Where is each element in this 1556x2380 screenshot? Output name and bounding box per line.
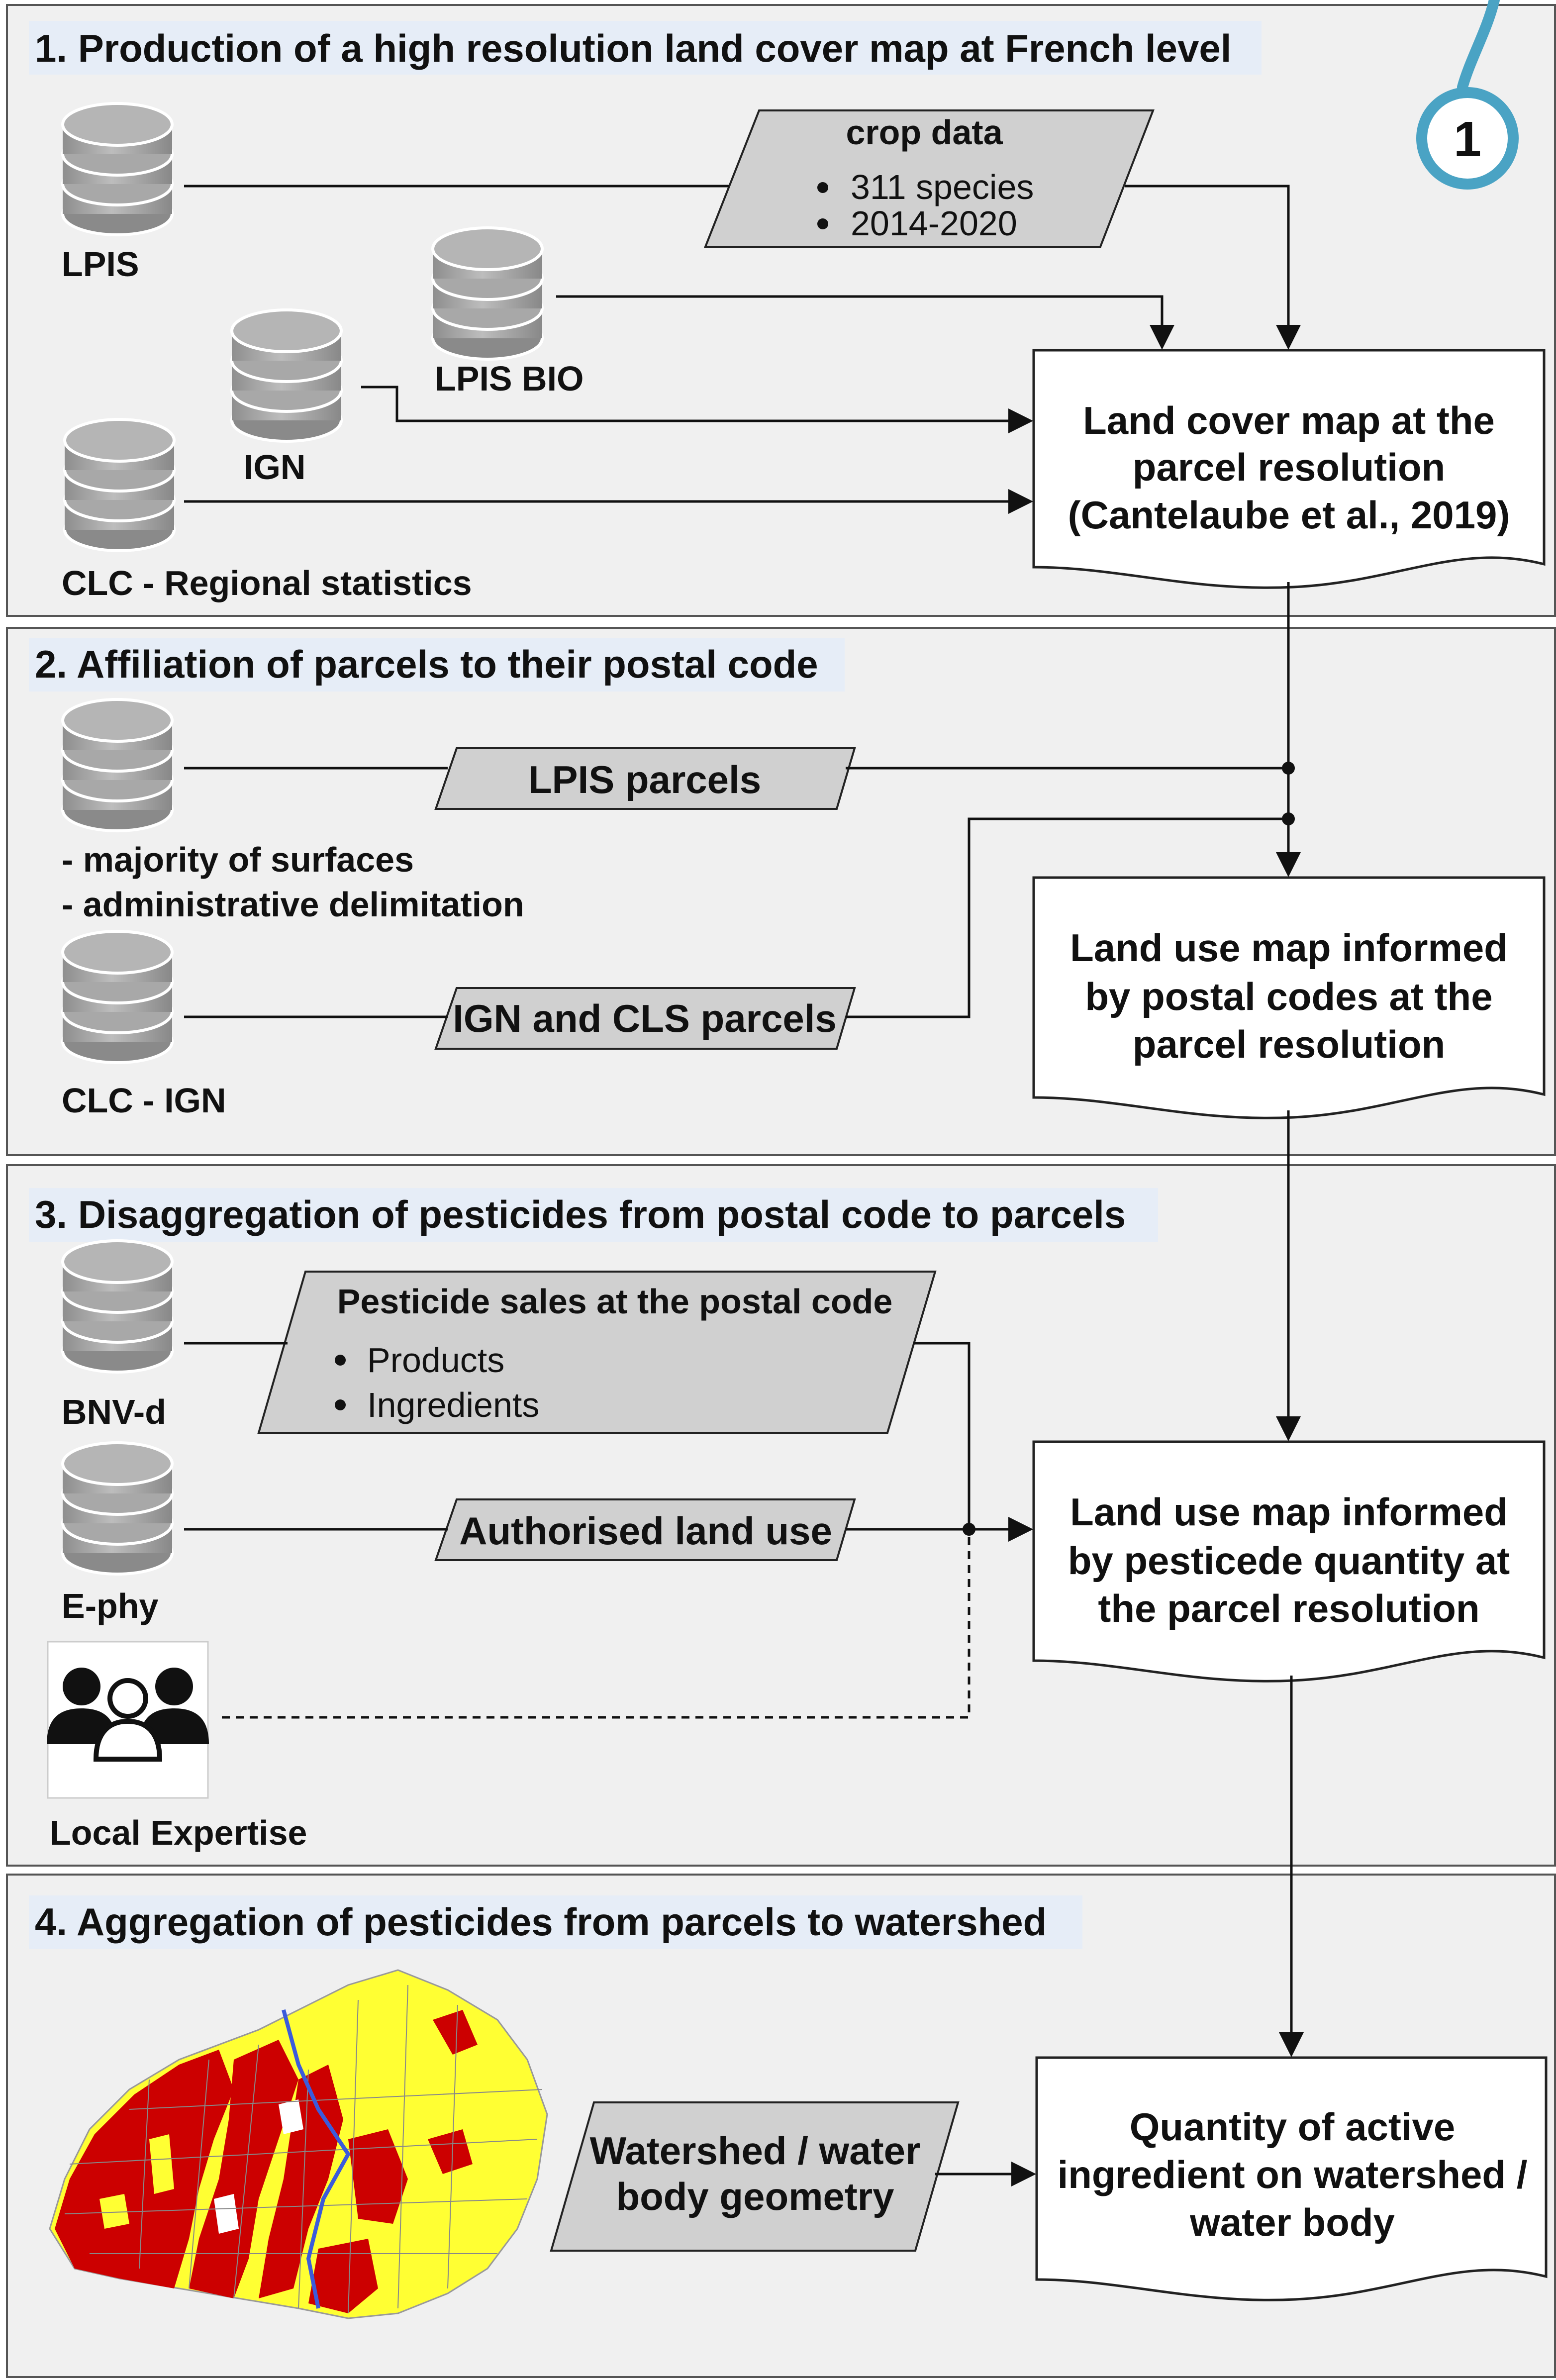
land-use-pesticide-output (1032, 1440, 1546, 1683)
pesticide-sales-item-1: Products (367, 1341, 504, 1380)
lpis-bio-label: LPIS BIO (435, 359, 584, 398)
clc-database-icon (65, 419, 174, 551)
section-3-title-bg (29, 1188, 1158, 1242)
authorised-land-use-shape (434, 1498, 856, 1561)
section-3-title: 3. Disaggregation of pesticides from pos… (35, 1192, 1126, 1236)
crop-data-item-2: 2014-2020 (851, 204, 1017, 243)
clc-regional-label: CLC - Regional statistics (62, 564, 472, 602)
local-expertise-icon (47, 1641, 209, 1799)
land-use-postal-line-2: by postal codes at the (1085, 975, 1492, 1018)
section-1-title: 1. Production of a high resolution land … (35, 26, 1231, 70)
land-cover-map-output (1032, 349, 1546, 589)
lpis-parcels-label: LPIS parcels (528, 758, 761, 801)
crop-data-shape (704, 109, 1155, 248)
pesticide-sales-item-2: Ingredients (367, 1386, 539, 1424)
quantity-active-line-3: water body (1189, 2200, 1395, 2244)
clc-ign-label: CLC - IGN (62, 1081, 226, 1120)
lpis-bio-database-icon (433, 228, 542, 359)
pesticide-sales-shape (257, 1271, 937, 1434)
pesticide-sales-bullet-1 (335, 1355, 346, 1366)
land-use-pesticide-line-2: by pesticede quantity at (1068, 1539, 1510, 1583)
lpis-parcels-shape (434, 747, 856, 810)
junction-dot-1 (1282, 762, 1295, 775)
lpis-label: LPIS (62, 245, 139, 284)
junction-dot-2 (1282, 812, 1295, 825)
land-use-postal-line-3: parcel resolution (1133, 1022, 1446, 1066)
section-2-title: 2. Affiliation of parcels to their posta… (35, 642, 818, 686)
crop-data-item-1: 311 species (851, 168, 1034, 206)
land-cover-map-line-3: (Cantelaube et al., 2019) (1068, 493, 1510, 537)
lpis-database-icon (63, 103, 172, 235)
crop-data-title: crop data (846, 113, 1003, 152)
ephy-database-icon (63, 1443, 172, 1574)
connector-lpisbio-landcover (556, 295, 1174, 350)
pesticide-sales-title: Pesticide sales at the postal code (337, 1282, 893, 1321)
land-cover-map-line-2: parcel resolution (1133, 445, 1446, 489)
section-4-title-bg (29, 1895, 1082, 1949)
land-use-pesticide-line-1: Land use map informed (1070, 1490, 1508, 1534)
connector-crop-landcover (1125, 185, 1301, 350)
clc-ign-database-icon (63, 931, 172, 1063)
quantity-active-output (1035, 2056, 1548, 2301)
connector-igncls-join (846, 817, 1288, 1018)
quantity-active-line-1: Quantity of active (1130, 2105, 1455, 2149)
pesticide-sales-bullet-2 (335, 1399, 346, 1410)
crop-data-bullet-1 (817, 182, 828, 193)
ign-database-icon (232, 310, 341, 441)
bnvd-database-icon (63, 1241, 172, 1372)
connector-ign-landcover (361, 386, 1033, 433)
connector-sales-join (913, 1342, 971, 1529)
land-use-postal-output (1032, 876, 1546, 1119)
local-expertise-label: Local Expertise (50, 1813, 307, 1852)
section-4-title: 4. Aggregation of pesticides from parcel… (35, 1900, 1047, 1944)
land-use-postal-line-1: Land use map informed (1070, 926, 1508, 970)
watershed-geometry-line-1: Watershed / water (590, 2129, 921, 2173)
ign-label: IGN (244, 448, 305, 487)
ign-cls-parcels-label: IGN and CLS parcels (453, 996, 837, 1040)
ign-cls-parcels-shape (434, 987, 856, 1050)
s2-parcels-database-icon (63, 699, 172, 831)
authorised-land-use-label: Authorised land use (459, 1509, 832, 1553)
badge-circle (1416, 87, 1519, 190)
watershed-geometry-line-2: body geometry (616, 2175, 894, 2218)
s2-label-line-2: - administrative delimitation (62, 885, 524, 924)
quantity-active-line-2: ingredient on watershed / (1058, 2153, 1528, 2196)
land-cover-map-line-1: Land cover map at the (1083, 398, 1495, 442)
crop-data-bullet-2 (817, 218, 828, 229)
badge-connector (1457, 0, 1500, 93)
s2-label-line-1: - majority of surfaces (62, 840, 414, 879)
land-use-pesticide-line-3: the parcel resolution (1098, 1587, 1479, 1630)
watershed-map-image (49, 1969, 548, 2319)
section-2-title-bg (29, 638, 845, 692)
bnvd-label: BNV-d (62, 1392, 166, 1431)
watershed-geometry-shape (550, 2101, 960, 2252)
section-1-title-bg (29, 21, 1262, 75)
ephy-label: E-phy (62, 1587, 159, 1625)
badge-number: 1 (1454, 111, 1481, 167)
